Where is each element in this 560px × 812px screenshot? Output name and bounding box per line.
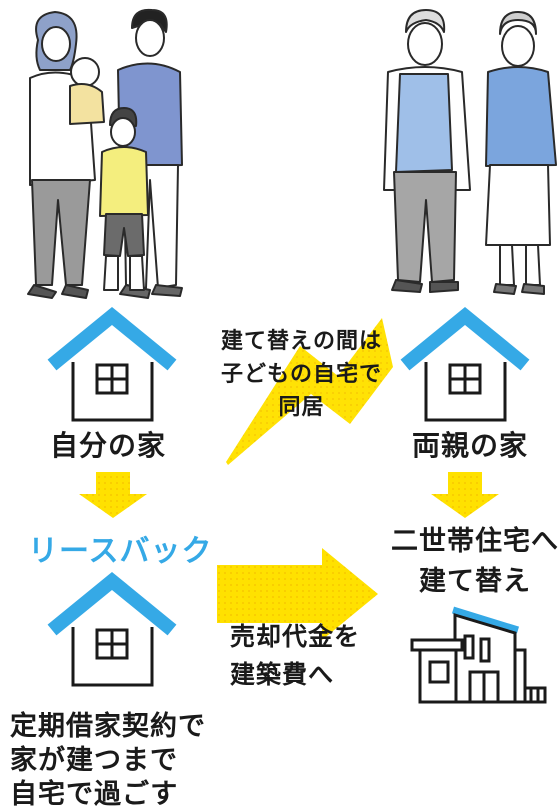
sale-proceeds-line-1: 売却代金を bbox=[230, 622, 361, 651]
down-arrow-right bbox=[431, 472, 499, 518]
temporary-living-label: 建て替えの間は 子どもの自宅で 同居 bbox=[214, 325, 389, 424]
parents-house-icon bbox=[400, 306, 530, 422]
temporary-living-line-1: 建て替えの間は bbox=[220, 329, 382, 354]
sale-proceeds-line-2: 建築費へ bbox=[230, 660, 335, 689]
parents-house-label: 両親の家 bbox=[412, 429, 529, 462]
right-arrow bbox=[217, 548, 378, 640]
temporary-living-line-2: 子どもの自宅で bbox=[220, 362, 382, 387]
baby-figure bbox=[69, 57, 105, 125]
down-arrow-left bbox=[79, 472, 147, 518]
two-generation-house-icon bbox=[410, 606, 547, 704]
family-illustration bbox=[27, 8, 183, 299]
fixed-term-lease-line-2: 家が建つまで bbox=[10, 745, 178, 776]
my-house-label: 自分の家 bbox=[50, 429, 167, 462]
fixed-term-lease-line-1: 定期借家契約で bbox=[10, 711, 206, 742]
grandfather-figure bbox=[383, 9, 471, 293]
diagonal-arrow bbox=[226, 318, 393, 465]
leaseback-label: リースバック bbox=[28, 534, 213, 569]
child-figure bbox=[99, 107, 149, 291]
two-generation-line-2: 建て替え bbox=[419, 566, 531, 597]
parents-illustration bbox=[383, 9, 557, 295]
fixed-term-lease-line-3: 自宅で過ごす bbox=[10, 779, 179, 810]
my-house-icon bbox=[47, 306, 177, 422]
two-generation-label: 二世帯住宅へ 建て替え bbox=[390, 522, 560, 602]
temporary-living-line-3: 同居 bbox=[278, 395, 325, 420]
leaseback-house-icon bbox=[47, 571, 177, 687]
mother-figure bbox=[27, 11, 96, 299]
fixed-term-lease-label: 定期借家契約で 家が建つまで 自宅で過ごす bbox=[10, 710, 206, 812]
grandmother-figure bbox=[485, 11, 557, 295]
two-generation-line-1: 二世帯住宅へ bbox=[391, 526, 559, 557]
sale-proceeds-label: 売却代金を 建築費へ bbox=[230, 618, 360, 694]
